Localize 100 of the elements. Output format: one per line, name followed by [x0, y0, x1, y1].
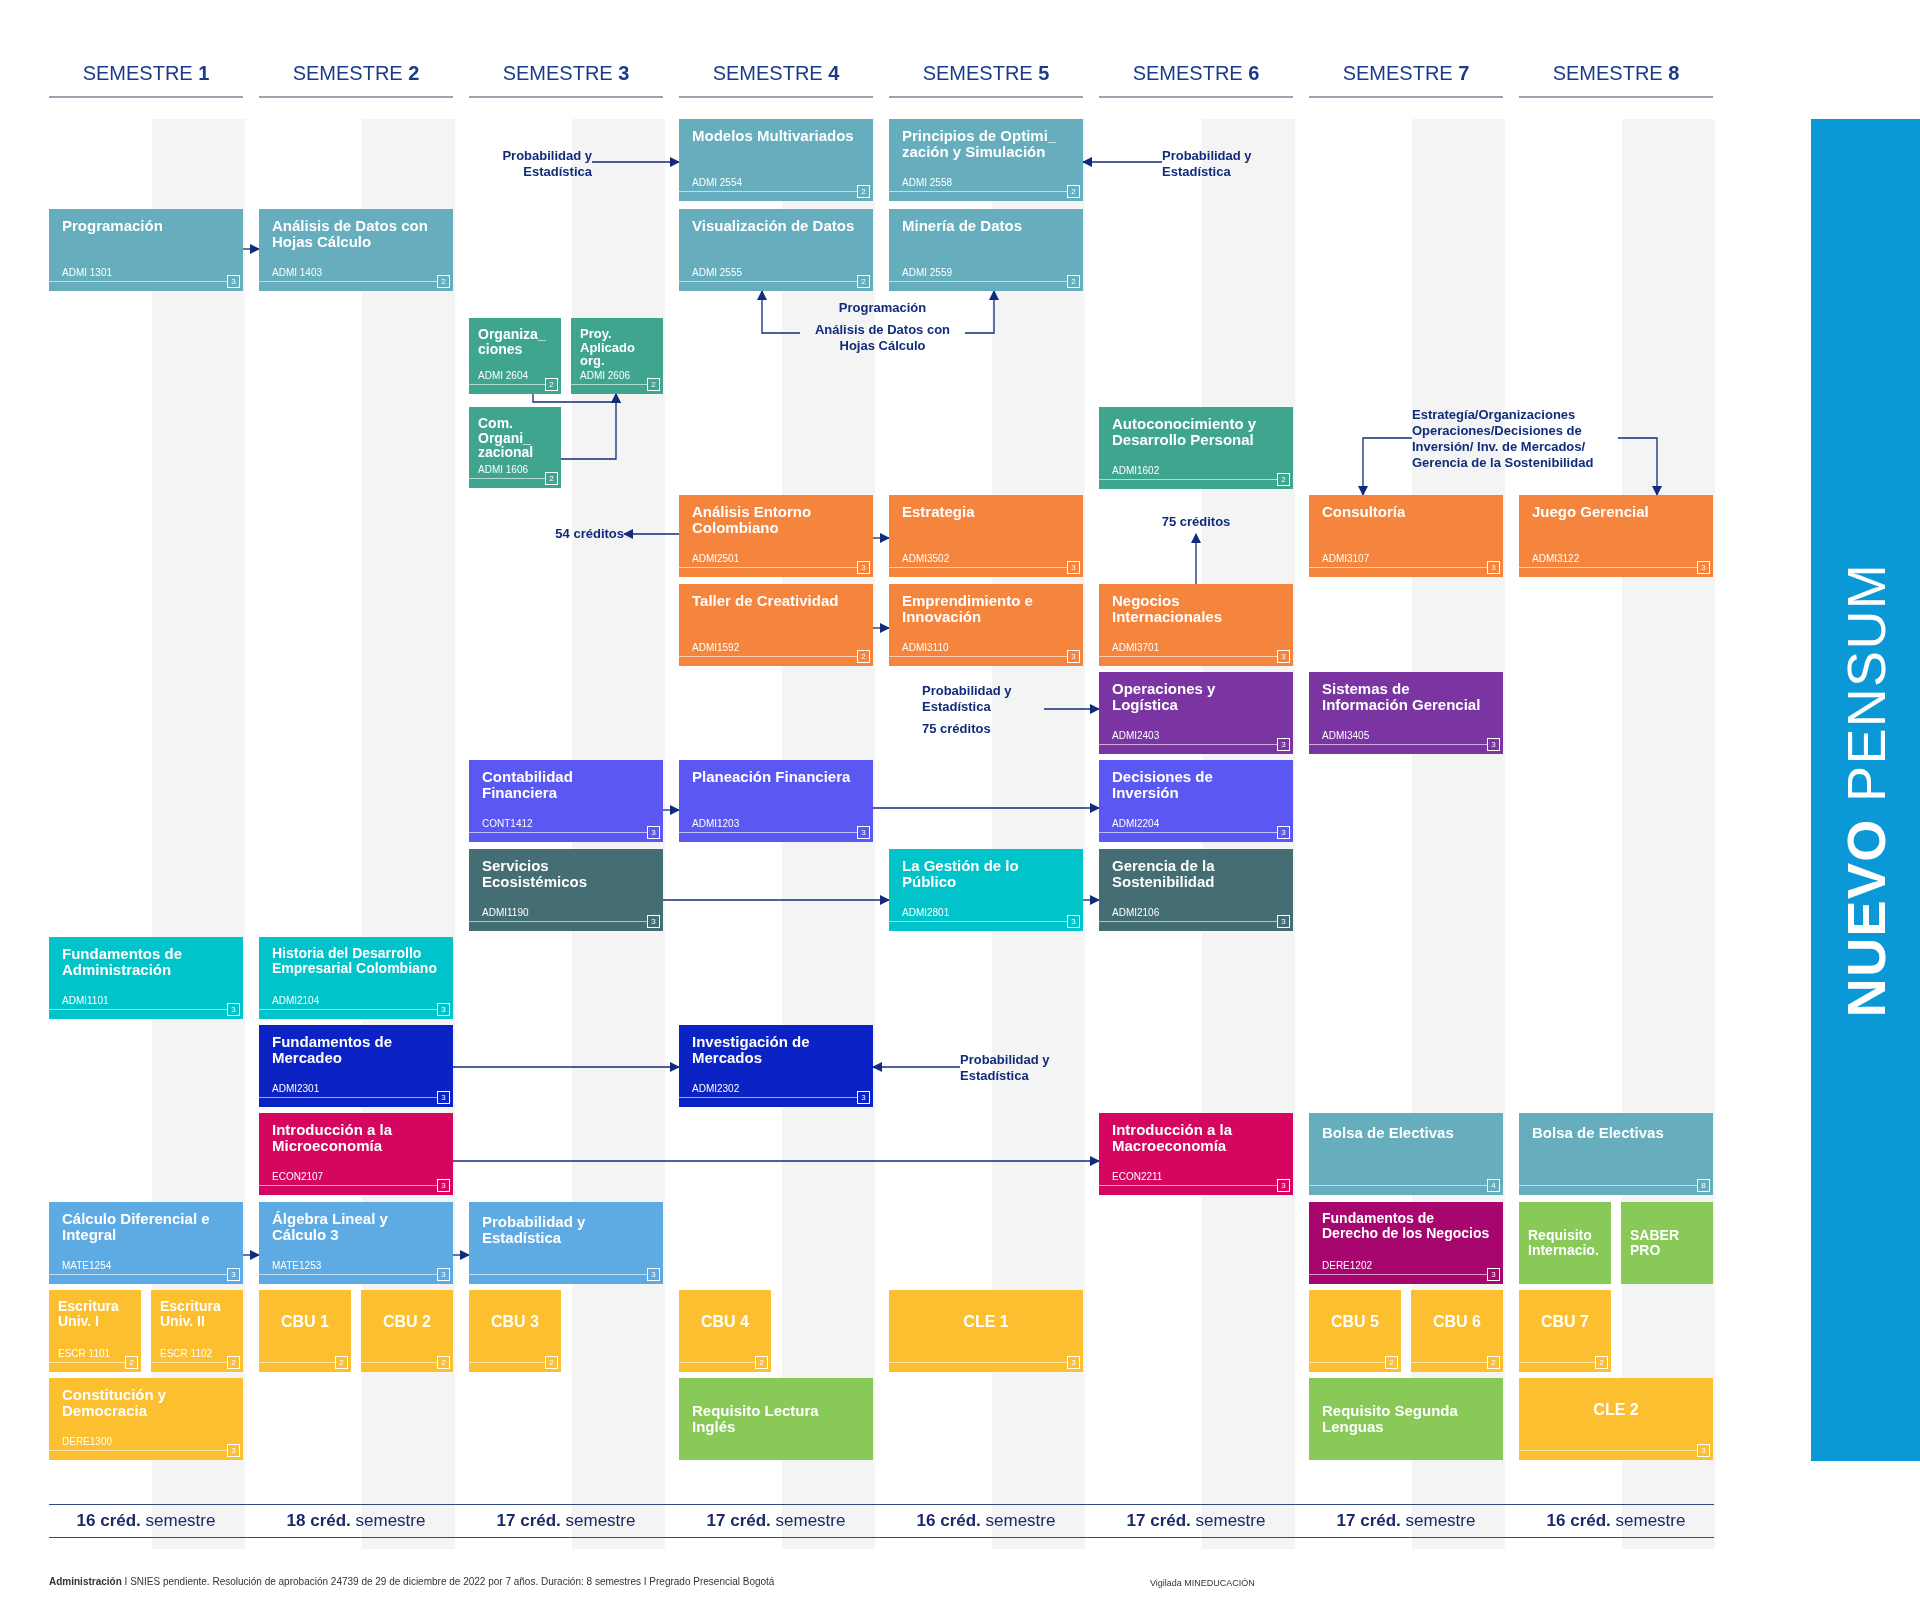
credit-badge: 3: [1277, 915, 1290, 928]
credit-badge: 3: [1487, 1268, 1500, 1281]
course-box: [1099, 849, 1293, 931]
credit-badge: 3: [647, 915, 660, 928]
arrow: [872, 533, 890, 543]
semester-heading: SEMESTRE 1: [82, 62, 210, 84]
course-box: [469, 1290, 561, 1372]
course-title: Emprendimiento e Innovación: [902, 593, 1034, 625]
arrow: [1082, 895, 1100, 905]
semester-heading: SEMESTRE 7: [1342, 62, 1470, 84]
course-box: [49, 1378, 243, 1460]
course-code: ADMI3122: [1532, 554, 1580, 564]
course-title: Probabilidad y Estadística: [482, 1214, 587, 1246]
course-title: Organiza_ ciones: [478, 327, 547, 357]
course-code: ADMI 1301: [62, 268, 113, 278]
course-box: [259, 937, 453, 1019]
credit-badge: 2: [857, 185, 870, 198]
course-box: [1099, 407, 1293, 489]
course-title: Com. Organi_ zacional: [478, 416, 535, 461]
course-box: [469, 407, 561, 488]
course-code: ADMI3107: [1322, 554, 1370, 564]
course-title: CBU 1: [280, 1314, 330, 1331]
course-title: Contabilidad Financiera: [482, 769, 574, 801]
course-title: Cálculo Diferencial e Integral: [62, 1211, 211, 1243]
title-band: [1811, 119, 1920, 1461]
course-code: ESCR 1101: [58, 1349, 111, 1359]
arrow: [452, 1156, 1100, 1166]
course-box: [679, 1378, 873, 1460]
arrow: [1043, 704, 1100, 714]
course-box: [259, 1290, 351, 1372]
course-title: Bolsa de Electivas: [1532, 1125, 1665, 1141]
course-code: ADMI2104: [272, 996, 320, 1006]
credit-badge: 2: [857, 650, 870, 663]
semester-heading: SEMESTRE 6: [1132, 62, 1260, 84]
course-title: Autoconocimiento y Desarrollo Personal: [1112, 416, 1258, 448]
arrow: [1358, 437, 1413, 496]
semester-heading: SEMESTRE 5: [922, 62, 1050, 84]
arrow: [964, 290, 999, 334]
course-box: [679, 1025, 873, 1107]
prerequisite-note: Programación: [838, 299, 927, 316]
prerequisite-note: 75 créditos: [922, 721, 991, 738]
course-code: ECON2211: [1112, 1172, 1163, 1182]
course-box: [889, 495, 1083, 577]
credit-badge: 2: [755, 1356, 768, 1369]
course-title: La Gestión de lo Público: [902, 858, 1020, 890]
credit-total: 18 créd. semestre: [286, 1511, 426, 1530]
prerequisite-note: Probabilidad y Estadística: [922, 682, 1013, 716]
course-code: ADMI 2604: [478, 371, 529, 381]
arrow: [872, 1062, 961, 1072]
credit-badge: 2: [1595, 1356, 1608, 1369]
credit-total: 17 créd. semestre: [496, 1511, 636, 1530]
course-title: Fundamentos de Mercadeo: [272, 1034, 393, 1066]
course-code: ADMI2301: [272, 1084, 320, 1094]
course-code: ADMI 2558: [902, 178, 953, 188]
course-box: [1519, 1113, 1713, 1195]
course-box: [679, 119, 873, 201]
prerequisite-note: Probabilidad y Estadística: [1162, 147, 1253, 181]
credit-total: 17 créd. semestre: [1336, 1511, 1476, 1530]
course-title: Álgebra Lineal y Cálculo 3: [272, 1211, 389, 1243]
course-code: ADMI3502: [902, 554, 950, 564]
course-box: [361, 1290, 453, 1372]
arrow: [1191, 533, 1201, 585]
course-title: Requisito Internacio.: [1528, 1228, 1600, 1258]
credit-badge: 2: [647, 378, 660, 391]
arrow: [242, 1250, 260, 1260]
course-title: Sistemas de Información Gerencial: [1322, 681, 1482, 713]
arrow: [1617, 437, 1662, 496]
arrow: [560, 393, 621, 460]
course-box: [1309, 672, 1503, 754]
credit-total: 17 créd. semestre: [1126, 1511, 1266, 1530]
credit-badge: 2: [545, 472, 558, 485]
credit-badge: 3: [1697, 1444, 1710, 1457]
course-title: CBU 6: [1432, 1314, 1482, 1331]
course-title: Bolsa de Electivas: [1322, 1125, 1455, 1141]
course-box: [1099, 672, 1293, 754]
course-code: ADMI3701: [1112, 643, 1160, 653]
course-box: [1099, 584, 1293, 666]
credit-badge: 3: [1277, 738, 1290, 751]
credit-badge: 3: [437, 1091, 450, 1104]
credit-badge: 3: [1277, 826, 1290, 839]
credit-total: 16 créd. semestre: [76, 1511, 216, 1530]
course-code: ADMI2204: [1112, 819, 1160, 829]
footer-note: Administración I SNIES pendiente. Resolución de aprobación 24739 de 29 de diciembre de 2022 por 7 años. Duración: 8 semestres I Pregrado Presencial Bogotá: [49, 1576, 775, 1587]
credit-badge: 2: [857, 275, 870, 288]
course-code: ECON2107: [272, 1172, 324, 1182]
semester-heading: SEMESTRE 3: [502, 62, 630, 84]
semester-heading: SEMESTRE 4: [712, 62, 840, 84]
course-code: MATE1253: [272, 1261, 322, 1271]
credit-badge: 3: [227, 275, 240, 288]
course-box: [1621, 1202, 1713, 1284]
credit-badge: 2: [335, 1356, 348, 1369]
credit-badge: 2: [1067, 185, 1080, 198]
course-title: Visualización de Datos: [692, 218, 856, 234]
course-title: Requisito Segunda Lenguas: [1322, 1403, 1459, 1435]
arrow: [662, 805, 680, 815]
arrow: [662, 895, 890, 905]
course-title: Investigación de Mercados: [692, 1034, 811, 1066]
prerequisite-note: Probabilidad y Estadística: [501, 147, 592, 181]
arrow: [757, 290, 801, 334]
course-box: [679, 760, 873, 842]
